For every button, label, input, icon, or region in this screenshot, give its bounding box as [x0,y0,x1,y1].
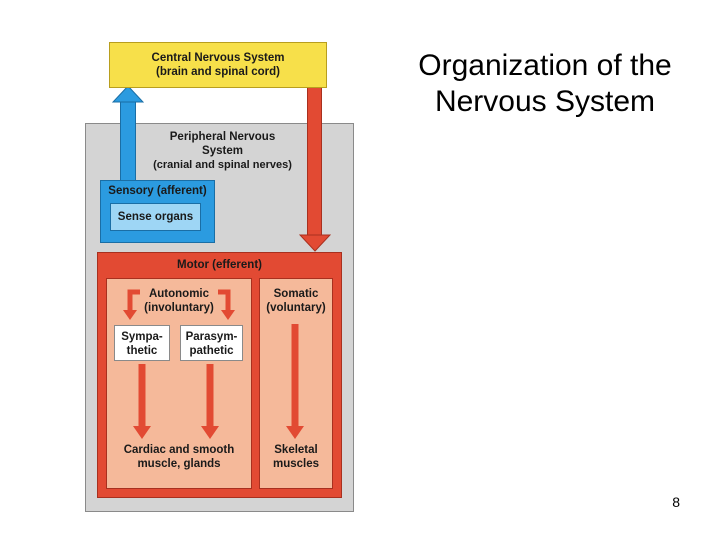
cns-sublabel: (brain and spinal cord) [156,66,280,78]
autonomic-label: Autonomic (involuntary) [144,288,214,314]
cns-box: Central Nervous System (brain and spinal… [109,42,327,88]
page-number: 8 [672,494,680,510]
efferent-arrow-shaft [307,85,322,237]
slide-title-line-1: Organization of the [418,49,672,82]
pns-label: Peripheral Nervous System (cranial and s… [153,131,292,171]
parasympathetic-box: Parasym- pathetic [180,325,243,361]
somatic-label: Somatic (voluntary) [266,288,326,314]
cns-label: Central Nervous System [151,52,285,64]
afferent-arrow-shaft [120,100,136,182]
slide-title: Organization of the Nervous System [390,48,700,120]
autonomic-branch-arrows [123,289,235,320]
sense-organs-box: Sense organs [110,203,201,231]
skeletal-muscles-label: Skeletal muscles [272,444,320,470]
sensory-label: Sensory (afferent) [108,185,207,197]
sympathetic-box: Sympa- thetic [114,325,170,361]
slide-title-line-2: Nervous System [434,85,656,118]
effector-arrows [133,324,304,439]
afferent-arrow-head [112,85,144,103]
motor-label: Motor (efferent) [177,259,262,271]
cardiac-smooth-muscle-label: Cardiac and smooth muscle, glands [123,444,235,470]
efferent-arrow-head [299,234,331,252]
